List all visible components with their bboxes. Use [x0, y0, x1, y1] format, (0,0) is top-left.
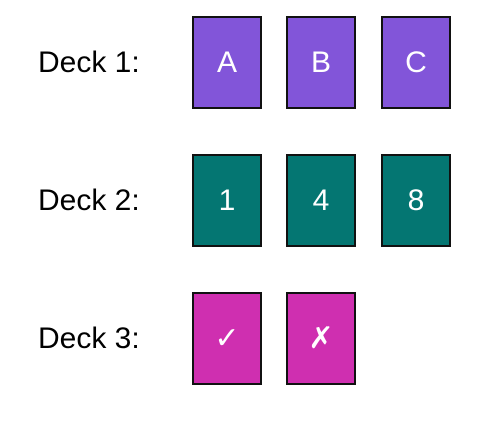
card: 1 — [192, 154, 262, 247]
deck-label: Deck 2: — [38, 184, 140, 217]
deck-label: Deck 1: — [38, 46, 140, 79]
deck-row-3: Deck 3: ✓ ✗ — [0, 292, 500, 386]
deck-row-1: Deck 1: A B C — [0, 16, 500, 110]
card-label: 1 — [218, 183, 236, 217]
cross-mark-icon: ✗ — [308, 320, 334, 356]
card-label: C — [405, 45, 427, 79]
card-label: A — [216, 45, 237, 79]
deck-row-2: Deck 2: 1 4 8 — [0, 154, 500, 248]
check-mark-icon: ✓ — [214, 320, 240, 356]
card-label: 8 — [407, 183, 425, 217]
deck-label: Deck 3: — [38, 322, 140, 355]
card: B — [286, 16, 356, 109]
card: C — [381, 16, 451, 109]
card: 4 — [286, 154, 356, 247]
card: A — [192, 16, 262, 109]
card: ✓ — [192, 292, 262, 385]
card: ✗ — [286, 292, 356, 385]
card-label: 4 — [312, 183, 330, 217]
card: 8 — [381, 154, 451, 247]
card-label: B — [310, 45, 331, 79]
